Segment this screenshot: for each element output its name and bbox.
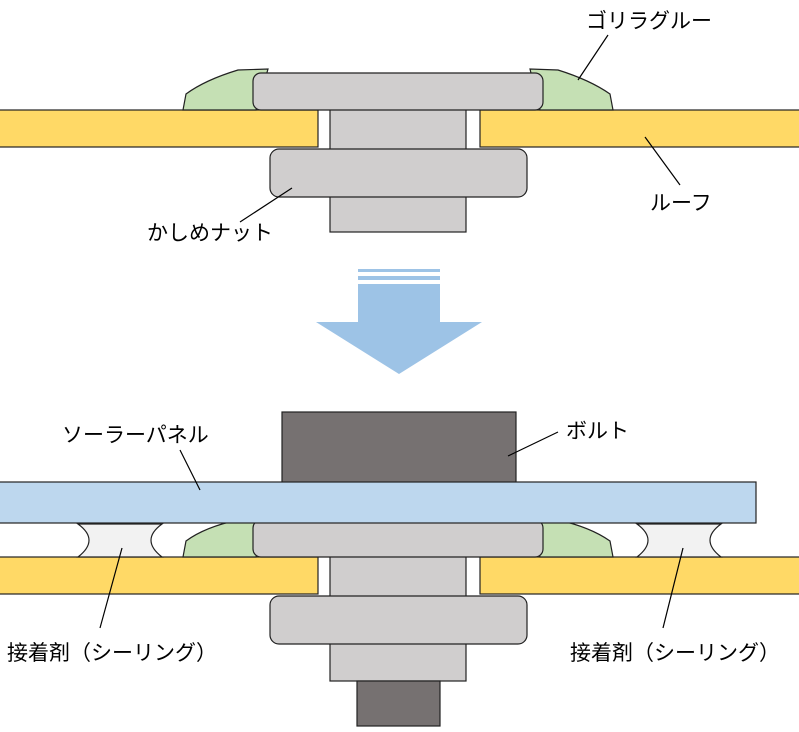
roof-leader <box>644 136 681 186</box>
adhesive-left-leader <box>99 547 123 629</box>
arrow-body <box>316 284 482 374</box>
roof-left-plate <box>0 109 319 148</box>
nut-flange-bottom <box>252 519 544 558</box>
arrow-stripe-2 <box>358 276 440 280</box>
nut-flange <box>252 72 544 111</box>
arrow-stripe-1 <box>358 269 440 272</box>
adhesive-left-label: 接着剤（シーリング） <box>7 641 217 665</box>
crimp-nut-label: かしめナット <box>147 221 273 245</box>
bottom-assembly <box>0 411 799 727</box>
nut-neck <box>329 107 467 151</box>
roof-left-plate-bottom <box>0 556 319 595</box>
down-arrow <box>316 269 482 374</box>
bolt-label: ボルト <box>566 419 629 443</box>
crimp-nut-body-bottom <box>269 595 528 645</box>
roof-label: ルーフ <box>650 191 712 215</box>
crimp-nut-leader <box>239 187 293 223</box>
bolt-tip <box>356 680 441 727</box>
gorilla-glue-label: ゴリラグルー <box>586 9 712 33</box>
sealant-right <box>635 523 723 558</box>
gorilla-glue-leader <box>577 34 609 81</box>
sealant-left <box>76 523 164 558</box>
gorilla-glue-right <box>529 68 614 111</box>
gorilla-glue-left <box>182 68 269 111</box>
roof-right-plate <box>479 109 799 148</box>
solar-panel <box>0 481 757 524</box>
crimp-nut-body <box>269 148 528 198</box>
roof-right-plate-bottom <box>479 556 799 595</box>
bolt-head <box>281 411 517 485</box>
adhesive-right-leader <box>662 547 684 629</box>
bolt-leader <box>507 431 559 457</box>
solar-panel-label: ソーラーパネル <box>62 423 209 447</box>
solar-panel-leader <box>179 449 201 491</box>
adhesive-right-label: 接着剤（シーリング） <box>570 641 780 665</box>
top-assembly <box>0 68 799 233</box>
nut-neck-bottom <box>329 554 467 598</box>
